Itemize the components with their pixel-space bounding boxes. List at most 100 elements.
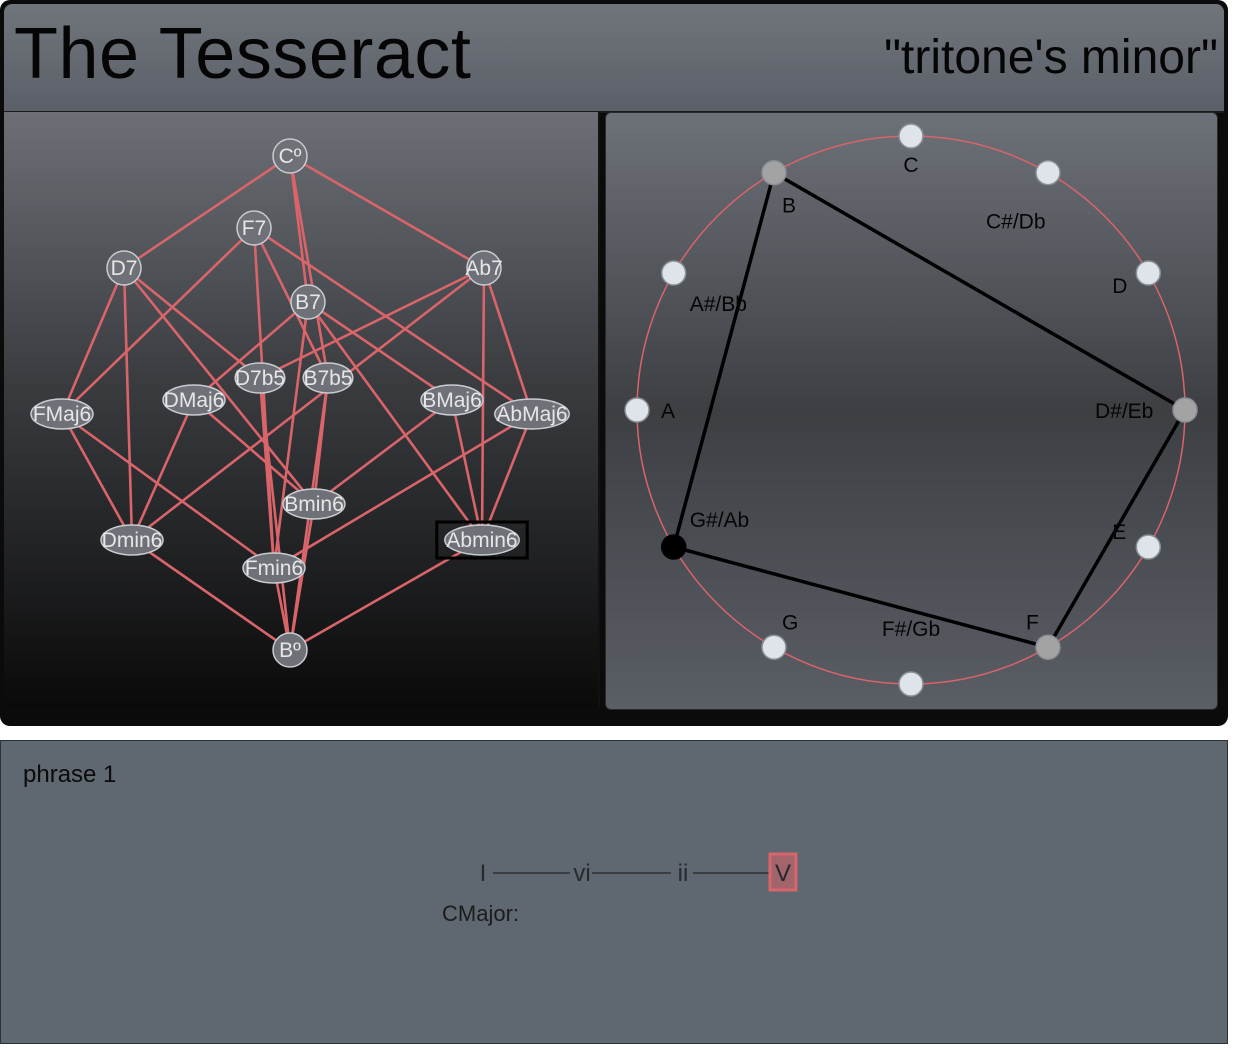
pitch-label: G [782, 611, 798, 634]
chord-node-shape [242, 552, 306, 584]
pitch-label: E [1112, 521, 1126, 544]
chord-node-label: DMaj6 [164, 389, 225, 412]
pitch-dot [898, 671, 924, 697]
progression-step-v[interactable]: V [768, 852, 798, 892]
selection-box [435, 520, 529, 560]
pitch-node-b[interactable]: B [761, 159, 796, 218]
progression-step-label: vi [573, 860, 590, 887]
graph-edge [61, 412, 275, 570]
pitch-label: B [782, 195, 796, 218]
chord-node-label: B7 [295, 291, 321, 314]
chord-node-shape [272, 632, 308, 668]
chord-node-b7[interactable]: B7 [290, 284, 326, 320]
chord-node-cdim[interactable]: Cº [272, 138, 308, 174]
chord-node-label: Cº [279, 145, 302, 168]
chord-node-label: D7b5 [235, 367, 285, 390]
pitch-node-d[interactable]: D [1112, 260, 1162, 298]
pitch-dot [660, 260, 687, 286]
pitch-node-fsharp-gb[interactable]: F#/Gb [882, 618, 940, 697]
pitch-dot [1135, 260, 1162, 286]
pitch-node-dsharp-eb[interactable]: D#/Eb [1095, 397, 1198, 423]
pitch-label: F [1026, 611, 1039, 634]
chord-node-b7b5[interactable]: B7b5 [302, 362, 354, 394]
chord-node-fmin6[interactable]: Fmin6 [242, 552, 306, 584]
chord-node-label: Fmin6 [245, 557, 303, 580]
chord-node-dmaj6[interactable]: DMaj6 [162, 384, 226, 416]
pitch-node-e[interactable]: E [1112, 521, 1162, 560]
active-step-highlight [768, 852, 798, 892]
pitch-dot [1035, 159, 1061, 186]
graph-edge [258, 377, 276, 569]
progression-step-label: I [480, 860, 487, 887]
graph-edge [288, 155, 330, 379]
pitch-dot [898, 123, 924, 149]
chord-node-label: D7 [111, 257, 138, 280]
chord-node-label: F7 [242, 217, 267, 240]
graph-edge [450, 399, 484, 541]
graph-edge [130, 399, 196, 541]
graph-edge [122, 267, 316, 505]
pitch-node-csharp-db[interactable]: C#/Db [986, 159, 1061, 234]
chord-node-label: Dmin6 [102, 529, 163, 552]
pitch-node-gsharp-ab[interactable]: G#/Ab [660, 509, 750, 560]
pitch-label: A [661, 400, 675, 423]
chord-node-shape [444, 524, 520, 556]
chord-node-label: Ab7 [465, 257, 502, 280]
chord-node-label: Bº [279, 639, 301, 662]
graph-edge [307, 300, 453, 402]
pitch-node-c[interactable]: C [898, 123, 924, 177]
progression-step-label: ii [678, 860, 689, 887]
graph-edge [273, 412, 533, 570]
chord-node-bmaj6[interactable]: BMaj6 [420, 384, 484, 416]
chord-node-label: BMaj6 [422, 389, 482, 412]
graph-edge [306, 301, 484, 541]
chord-node-abmin6[interactable]: Abmin6 [435, 520, 529, 560]
pitch-node-a[interactable]: A [624, 397, 675, 423]
chord-node-d7[interactable]: D7 [106, 250, 142, 286]
pitch-node-f[interactable]: F [1026, 611, 1061, 661]
app-title: The Tesseract [14, 14, 472, 94]
pitch-label: D#/Eb [1095, 400, 1153, 423]
chord-node-bmin6[interactable]: Bmin6 [282, 488, 346, 520]
graph-edge [259, 266, 485, 380]
pitch-dot [761, 634, 787, 661]
graph-edge [122, 267, 134, 541]
chord-node-ab7[interactable]: Ab7 [465, 250, 503, 286]
pitch-node-asharp-bb[interactable]: A#/Bb [660, 260, 747, 316]
pitch-label: A#/Bb [690, 293, 747, 316]
chord-node-f7[interactable]: F7 [236, 210, 272, 246]
graph-edge [482, 267, 534, 415]
chord-node-bdim[interactable]: Bº [272, 632, 308, 668]
chord-node-shape [272, 138, 308, 174]
graph-edge [60, 413, 134, 541]
chord-node-dmin6[interactable]: Dmin6 [100, 524, 164, 556]
chord-node-shape [30, 398, 94, 430]
pitch-dot [660, 534, 687, 560]
chord-node-label: B7b5 [303, 367, 352, 390]
progression-step-ii[interactable]: ii [678, 860, 689, 887]
chord-node-shape [302, 362, 354, 394]
graph-edge [131, 266, 485, 542]
phrase-title: phrase 1 [23, 761, 117, 788]
chord-node-fmaj6[interactable]: FMaj6 [30, 398, 94, 430]
pitch-node-g[interactable]: G [761, 611, 798, 661]
key-label: CMajor: [442, 901, 519, 926]
pitch-clock: C C#/DbD D#/EbE F F#/Gb G G#/Ab A A#/Bb B [624, 123, 1198, 697]
graph-edge [272, 301, 310, 569]
graph-edge [61, 227, 255, 415]
graph-edge [258, 377, 292, 651]
progression-step-vi[interactable]: vi [573, 860, 590, 887]
chord-node-d7b5[interactable]: D7b5 [234, 362, 286, 394]
pitch-label: C [903, 154, 918, 177]
graph-edge [123, 154, 291, 270]
progression-step-label: V [775, 860, 791, 887]
chord-node-shape [234, 362, 286, 394]
chord-node-shape [494, 398, 570, 430]
pitch-dot [761, 159, 787, 186]
chord-node-abmaj6[interactable]: AbMaj6 [494, 398, 570, 430]
progression-step-i[interactable]: I [480, 860, 487, 887]
